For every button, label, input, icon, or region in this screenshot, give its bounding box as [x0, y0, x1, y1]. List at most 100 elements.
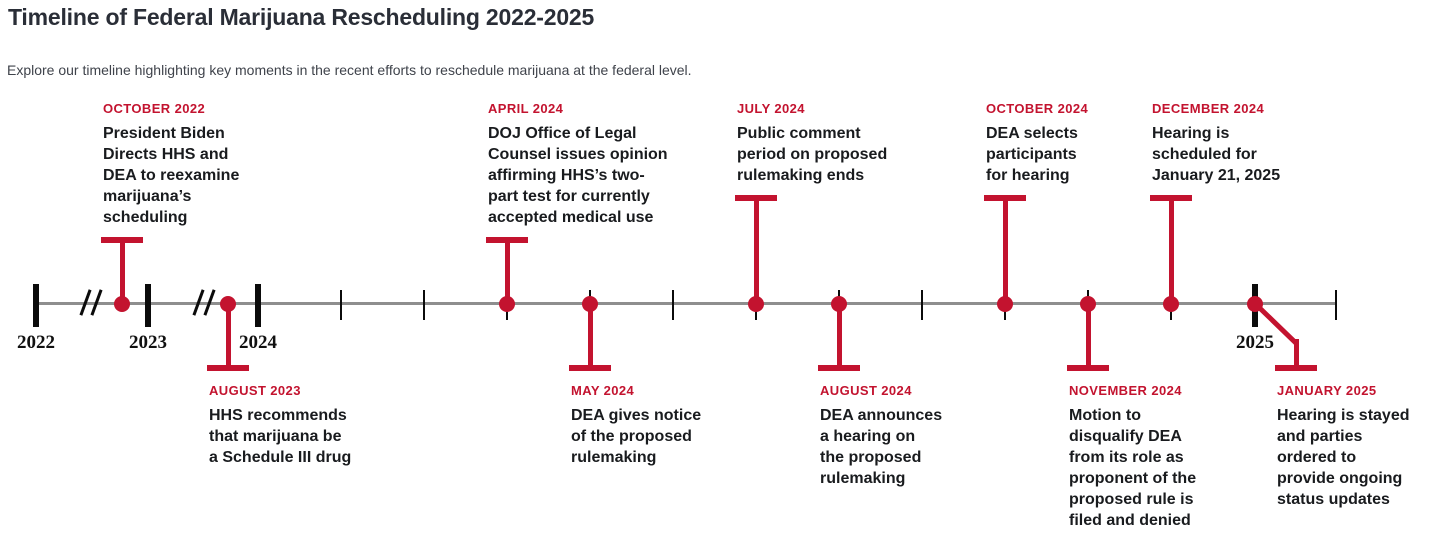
year-label: 2025	[1236, 332, 1274, 353]
event-date-label: APRIL 2024	[488, 101, 564, 116]
year-label: 2024	[239, 332, 277, 353]
month-tick	[423, 290, 425, 320]
event-text-line: that marijuana be	[209, 428, 342, 445]
event-date-label: JANUARY 2025	[1277, 383, 1377, 398]
timeline-point[interactable]	[1163, 295, 1179, 312]
event-text-line: provide ongoing	[1277, 470, 1403, 487]
event-connector-bar	[818, 365, 860, 371]
event-connector-bar	[1150, 195, 1192, 201]
timeline-point[interactable]	[748, 295, 764, 312]
timeline-point[interactable]	[499, 295, 515, 312]
year-label: 2023	[129, 332, 167, 353]
event-text-line: part test for currently	[488, 188, 650, 205]
event-text-line: Motion to	[1069, 407, 1141, 424]
event-connector-bar	[984, 195, 1026, 201]
event-date-label: OCTOBER 2024	[986, 101, 1089, 116]
event-text-line: filed and denied	[1069, 512, 1191, 529]
event-date-label: JULY 2024	[737, 101, 805, 116]
event-connector-stem	[587, 303, 593, 365]
event-text-line: disqualify DEA	[1069, 428, 1182, 445]
event-connector-stem	[225, 303, 231, 365]
event-date-label: AUGUST 2023	[209, 383, 301, 398]
event-text-line: scheduled for	[1152, 146, 1257, 163]
event-connector-stem	[836, 303, 842, 365]
event-date-label: MAY 2024	[571, 383, 635, 398]
event-text-line: Directs HHS and	[103, 146, 229, 163]
event-text-line: the proposed	[820, 449, 922, 466]
timeline-point[interactable]	[1080, 295, 1096, 312]
event-text-line: and parties	[1277, 428, 1363, 445]
month-tick	[1335, 290, 1337, 320]
event-text-line: period on proposed	[737, 146, 888, 163]
year-label: 2022	[17, 332, 55, 353]
event-text-line: of the proposed	[571, 428, 692, 445]
year-tick	[33, 284, 39, 327]
event-text-line: proponent of the	[1069, 470, 1197, 487]
event-connector-bar	[207, 365, 249, 371]
event-text-line: a hearing on	[820, 428, 916, 445]
event-connector-stem	[1085, 303, 1091, 365]
event-text-line: from its role as	[1069, 449, 1184, 466]
event-connector-bar	[569, 365, 611, 371]
timeline-point[interactable]	[114, 295, 130, 312]
event-text-line: DEA to reexamine	[103, 167, 240, 184]
event-text-line: DEA gives notice	[571, 407, 702, 424]
event-connector-bar	[1067, 365, 1109, 371]
event-text-line: participants	[986, 146, 1077, 163]
event-connector-stem	[753, 201, 759, 304]
event-text-line: Hearing is	[1152, 125, 1230, 142]
event-text-line: proposed rule is	[1069, 491, 1194, 508]
event-text-line: DOJ Office of Legal	[488, 125, 637, 142]
event-text-line: Hearing is stayed	[1277, 407, 1410, 424]
event-connector-bar	[101, 237, 143, 243]
event-connector-stem	[504, 243, 510, 304]
event-text-line: rulemaking	[571, 449, 657, 466]
timeline-axis	[36, 302, 1336, 305]
event-date-label: NOVEMBER 2024	[1069, 383, 1182, 398]
event-text-line: status updates	[1277, 491, 1390, 508]
timeline-point[interactable]	[831, 295, 847, 312]
month-tick	[921, 290, 923, 320]
event-text-line: Public comment	[737, 125, 861, 142]
event-date-label: AUGUST 2024	[820, 383, 912, 398]
event-connector-stem	[1002, 201, 1008, 304]
event-text-line: Counsel issues opinion	[488, 146, 668, 163]
event-connector-stem	[119, 243, 125, 304]
event-connector-bar	[1275, 365, 1317, 371]
event-text-line: for hearing	[986, 167, 1070, 184]
event-date-label: DECEMBER 2024	[1152, 101, 1265, 116]
timeline-point[interactable]	[997, 295, 1013, 312]
event-text-line: rulemaking	[820, 470, 906, 487]
month-tick	[672, 290, 674, 320]
event-text-line: marijuana’s	[103, 188, 192, 205]
year-tick	[145, 284, 151, 327]
event-text-line: HHS recommends	[209, 407, 347, 424]
month-tick	[340, 290, 342, 320]
page-subtitle: Explore our timeline highlighting key mo…	[7, 62, 692, 78]
event-connector-bar	[486, 237, 528, 243]
event-text-line: accepted medical use	[488, 209, 654, 226]
event-text-line: January 21, 2025	[1152, 167, 1281, 184]
event-connector-stem	[1168, 201, 1174, 304]
event-connector-stem	[1293, 339, 1299, 365]
event-text-line: affirming HHS’s two-	[488, 167, 645, 184]
timeline-point[interactable]	[582, 295, 598, 312]
year-tick	[255, 284, 261, 327]
event-connector-bar	[735, 195, 777, 201]
event-text-line: DEA announces	[820, 407, 943, 424]
event-text-line: ordered to	[1277, 449, 1357, 466]
timeline-point[interactable]	[220, 295, 236, 312]
timeline-point[interactable]	[1247, 295, 1263, 312]
